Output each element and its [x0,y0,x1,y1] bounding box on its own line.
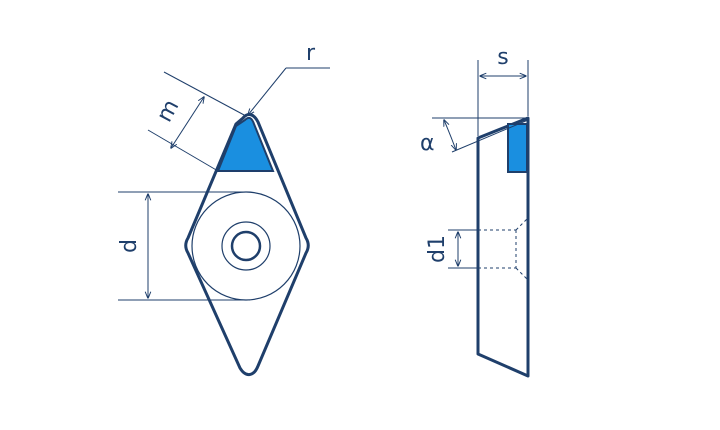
hole-inner-circle [230,230,262,262]
alpha-arc [444,120,456,150]
rhombus-outline [184,113,310,376]
hole-chamfer-bottom [515,267,529,281]
label-r: r [306,41,316,66]
front-view: d m r [117,41,330,376]
m-dimension-line [171,97,204,148]
label-m: m [152,96,184,127]
label-alpha: α [420,131,435,156]
m-extension-bottom [147,129,219,172]
side-view: s α d1 [420,45,530,378]
label-d1: d1 [425,235,450,263]
inscribed-circle [191,191,301,301]
hole-outer-circle [221,221,271,271]
m-extension-top [163,71,247,117]
label-d: d [117,239,142,253]
r-leader-arrow [248,67,287,115]
alpha-slope-line [451,119,529,153]
hole-chamfer-top [515,217,529,231]
label-s: s [497,45,508,70]
side-cutting-tip [507,123,528,173]
